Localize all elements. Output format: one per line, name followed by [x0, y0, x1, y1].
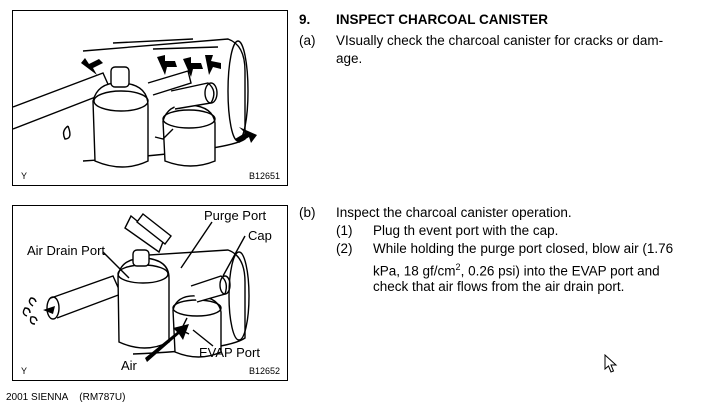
item-b-sub2-line2: kPa, 18 gf/cm2, 0.26 psi) into the EVAP …: [373, 259, 660, 280]
figure2-code: B12652: [249, 366, 281, 376]
footer-model: 2001 SIENNA: [6, 392, 68, 403]
footer-manual-code: (RM787U): [79, 392, 126, 403]
canister-illustration-1: [13, 38, 257, 168]
footer: 2001 SIENNA (RM787U): [6, 392, 125, 403]
label-purge-port: Purge Port: [204, 208, 267, 223]
item-a-line1: VIsually check the charcoal canister for…: [336, 33, 664, 48]
figure1-code: B12651: [249, 171, 281, 181]
mouse-cursor-icon: [604, 354, 618, 373]
figure2-corner-mark: Y: [21, 366, 28, 376]
pressure-text-b: , 0.26 psi) into the EVAP port and: [460, 263, 660, 279]
label-evap-port: EVAP Port: [199, 345, 260, 360]
item-a-line2: age.: [336, 51, 363, 66]
step-number: 9.: [299, 12, 311, 27]
label-air-drain-port: Air Drain Port: [27, 243, 106, 258]
item-b-sub1-text: Plug th event port with the cap.: [373, 223, 559, 238]
pressure-text-a: kPa, 18 gf/cm: [373, 263, 456, 279]
item-b-label: (b): [299, 205, 316, 220]
figure-canister-visual-check: Y B12651: [12, 10, 288, 186]
item-b-intro: Inspect the charcoal canister operation.: [336, 205, 572, 220]
label-cap: Cap: [248, 228, 272, 243]
item-b-sub2-line1: While holding the purge port closed, blo…: [373, 241, 674, 256]
item-a-label: (a): [299, 33, 316, 48]
canister-illustration-2: [22, 213, 250, 362]
figure-canister-operation: Purge Port Cap Air Drain Port EVAP Port …: [12, 205, 288, 381]
step-title: INSPECT CHARCOAL CANISTER: [336, 12, 549, 27]
item-b-sub1-label: (1): [336, 223, 353, 238]
figure1-corner-mark: Y: [21, 171, 28, 181]
pressure-superscript: 2: [455, 262, 461, 272]
item-b-sub2-line3: check that air flows from the air drain …: [373, 279, 625, 294]
label-air: Air: [121, 358, 137, 373]
item-b-sub2-label: (2): [336, 241, 353, 256]
